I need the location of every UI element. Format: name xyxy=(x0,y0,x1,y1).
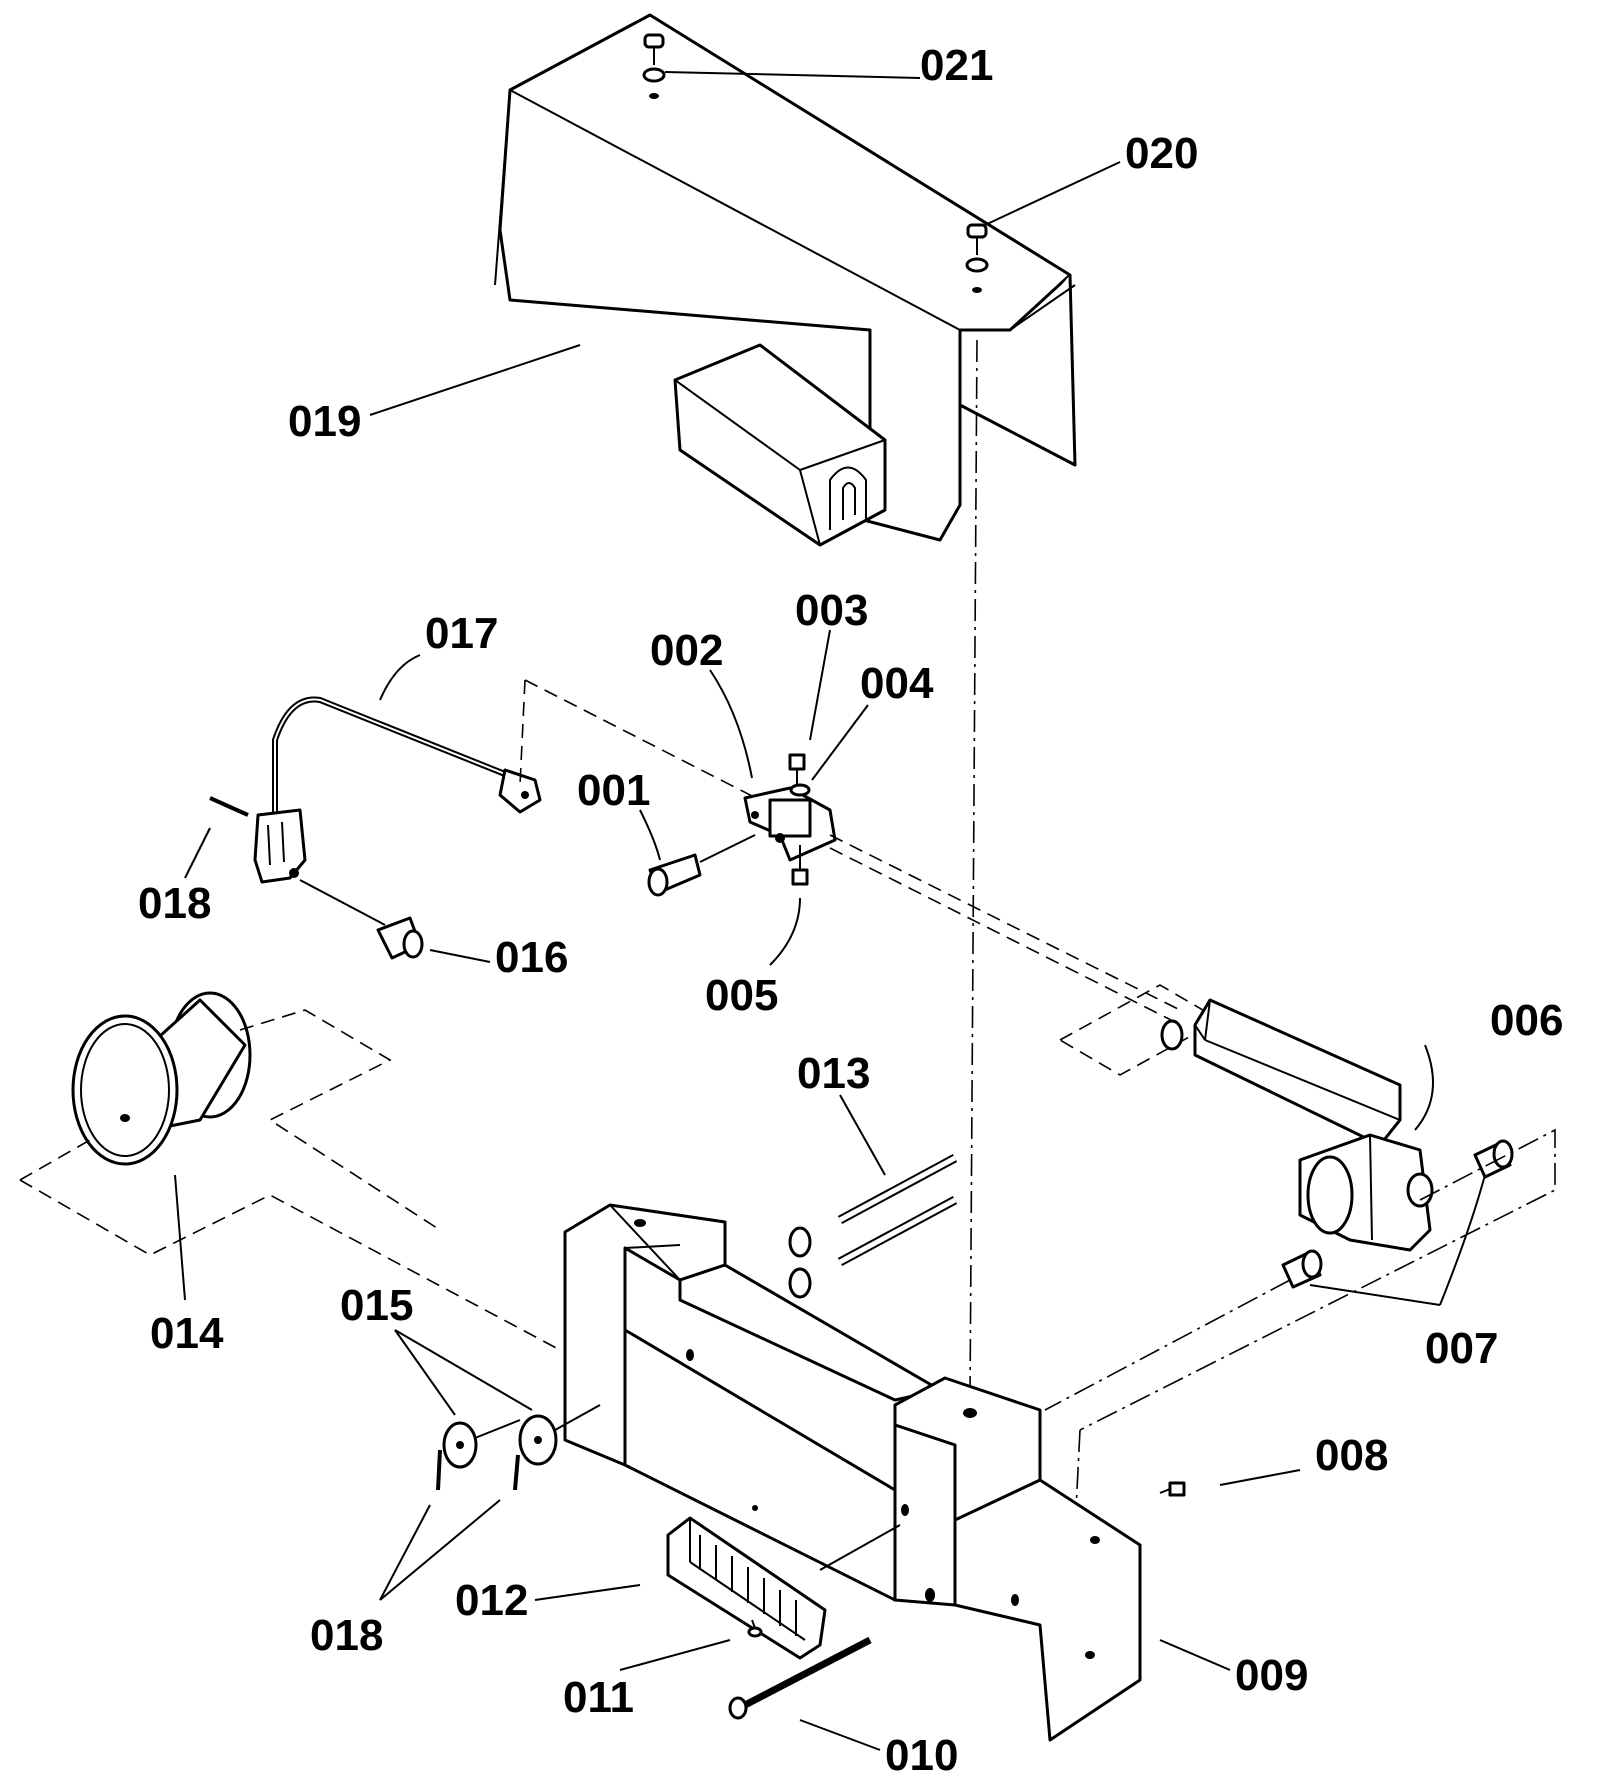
leader-002 xyxy=(709,669,753,779)
pin-018-upper xyxy=(209,796,249,817)
leader-004 xyxy=(811,704,869,781)
nut-003 xyxy=(788,753,806,785)
label-016: 016 xyxy=(495,933,568,982)
label-017: 017 xyxy=(425,609,498,658)
nut-005 xyxy=(791,845,809,886)
leader-017 xyxy=(379,654,421,701)
label-015: 015 xyxy=(340,1281,413,1330)
roller-007-upper xyxy=(1473,1139,1514,1179)
label-007: 007 xyxy=(1425,1324,1498,1373)
leader-001 xyxy=(639,809,661,861)
screw-020 xyxy=(965,223,989,293)
plug-016 xyxy=(376,916,424,960)
leader-012 xyxy=(534,1584,641,1601)
leader-005 xyxy=(769,897,801,966)
leader-020 xyxy=(984,161,1121,226)
leader-011 xyxy=(619,1639,731,1671)
label-020: 020 xyxy=(1125,129,1198,178)
label-010: 010 xyxy=(885,1731,958,1780)
leader-015b xyxy=(394,1329,533,1411)
screw-008 xyxy=(1159,1481,1186,1497)
leader-006 xyxy=(1414,1044,1434,1131)
bolt-010 xyxy=(728,1636,872,1720)
pins-018-lower xyxy=(436,1449,520,1491)
label-001: 001 xyxy=(577,766,650,815)
leader-007b xyxy=(1309,1284,1441,1306)
leader-015a xyxy=(394,1329,456,1416)
cover-019 xyxy=(494,13,1077,547)
label-012: 012 xyxy=(455,1576,528,1625)
leader-016 xyxy=(429,949,491,963)
screw-021 xyxy=(642,33,666,99)
leader-010 xyxy=(799,1719,881,1751)
cable-017 xyxy=(253,696,542,884)
label-021: 021 xyxy=(920,41,993,90)
motor-006 xyxy=(1160,998,1434,1252)
label-005: 005 xyxy=(705,971,778,1020)
label-009: 009 xyxy=(1235,1651,1308,1700)
label-004: 004 xyxy=(860,659,934,708)
bolt-001 xyxy=(647,834,756,897)
leader-021 xyxy=(664,71,921,79)
leader-019 xyxy=(369,344,581,416)
terminal-block-012 xyxy=(666,1516,827,1660)
leader-007 xyxy=(1439,1174,1486,1306)
label-003: 003 xyxy=(795,586,868,635)
label-002: 002 xyxy=(650,626,723,675)
label-006: 006 xyxy=(1490,996,1563,1045)
leader-013 xyxy=(839,1094,886,1176)
leader-003 xyxy=(809,629,831,741)
bracket-002 xyxy=(743,786,837,862)
washers-015 xyxy=(442,1404,601,1469)
leader-018a xyxy=(184,827,211,879)
screw-011 xyxy=(747,1619,763,1638)
rods-013 xyxy=(788,1154,958,1299)
leader-018b2 xyxy=(379,1499,501,1601)
label-018-lower: 018 xyxy=(310,1611,383,1660)
label-019: 019 xyxy=(288,397,361,446)
label-011: 011 xyxy=(563,1673,634,1722)
frame-009 xyxy=(563,1203,1142,1742)
leader-018b1 xyxy=(379,1504,431,1601)
leader-009 xyxy=(1159,1639,1231,1671)
label-014: 014 xyxy=(150,1309,224,1358)
roller-007-lower xyxy=(1281,1249,1323,1289)
label-008: 008 xyxy=(1315,1431,1388,1480)
label-018-upper: 018 xyxy=(138,879,211,928)
drum-014 xyxy=(71,991,252,1166)
leader-014 xyxy=(174,1174,186,1301)
label-013: 013 xyxy=(797,1049,870,1098)
leader-008 xyxy=(1219,1469,1301,1486)
washer-004 xyxy=(789,783,811,797)
